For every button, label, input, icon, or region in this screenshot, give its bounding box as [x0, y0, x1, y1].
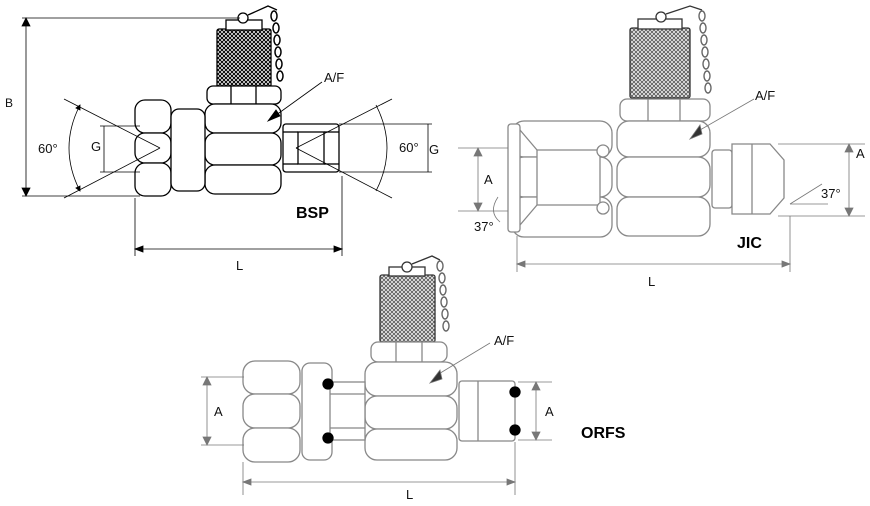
orfs-body-hex: [364, 361, 458, 461]
jic-dim-a-right-label: A: [856, 146, 865, 161]
jic-dim-l-label: L: [648, 274, 655, 289]
orfs-male-end: [458, 380, 516, 442]
bsp-dimensions: [21, 17, 432, 256]
bsp-dust-cap: [216, 5, 278, 88]
orfs-o-rings: [322, 378, 521, 444]
orfs-dimensions: [201, 342, 552, 495]
bsp-dim-l-label: L: [236, 258, 243, 273]
jic-chain: [698, 10, 712, 94]
bsp-title: BSP: [296, 205, 329, 222]
orfs-dim-a-right-label: A: [545, 404, 554, 419]
orfs-dim-l-label: L: [406, 487, 413, 502]
orfs-af-label: A/F: [494, 333, 514, 348]
bsp-left-nut: [134, 99, 206, 197]
bsp-chain: [270, 10, 284, 82]
jic-angle-right-label: 37°: [821, 186, 841, 201]
bsp-male-end: [282, 123, 340, 173]
jic-body-hex: [616, 120, 711, 237]
bsp-body-hex: [204, 103, 282, 195]
jic-angle-left-label: 37°: [474, 219, 494, 234]
jic-male-end: [711, 143, 785, 215]
orfs-left-nut: [242, 360, 366, 463]
jic-fitting: [458, 5, 865, 272]
bsp-fitting: [21, 5, 432, 256]
orfs-dust-cap: [379, 255, 441, 343]
orfs-chain: [436, 260, 450, 332]
orfs-small-hex: [370, 341, 448, 363]
bsp-dim-g-left-label: G: [91, 139, 101, 154]
jic-af-label: A/F: [755, 88, 775, 103]
bsp-dim-b-label: B: [5, 96, 13, 110]
jic-small-hex: [619, 98, 711, 122]
bsp-angle-left-label: 60°: [38, 141, 58, 156]
bsp-small-hex: [206, 85, 282, 105]
orfs-dim-a-left-label: A: [214, 404, 223, 419]
jic-title: JIC: [737, 235, 762, 252]
jic-dimensions: [458, 98, 865, 272]
bsp-af-label: A/F: [324, 70, 344, 85]
jic-left-nut: [507, 120, 613, 238]
jic-dim-a-left-label: A: [484, 172, 493, 187]
bsp-dim-g-right-label: G: [429, 142, 439, 157]
orfs-title: ORFS: [581, 425, 626, 442]
orfs-fitting: [201, 255, 552, 495]
jic-dust-cap: [629, 5, 703, 99]
bsp-angle-right-label: 60°: [399, 140, 419, 155]
